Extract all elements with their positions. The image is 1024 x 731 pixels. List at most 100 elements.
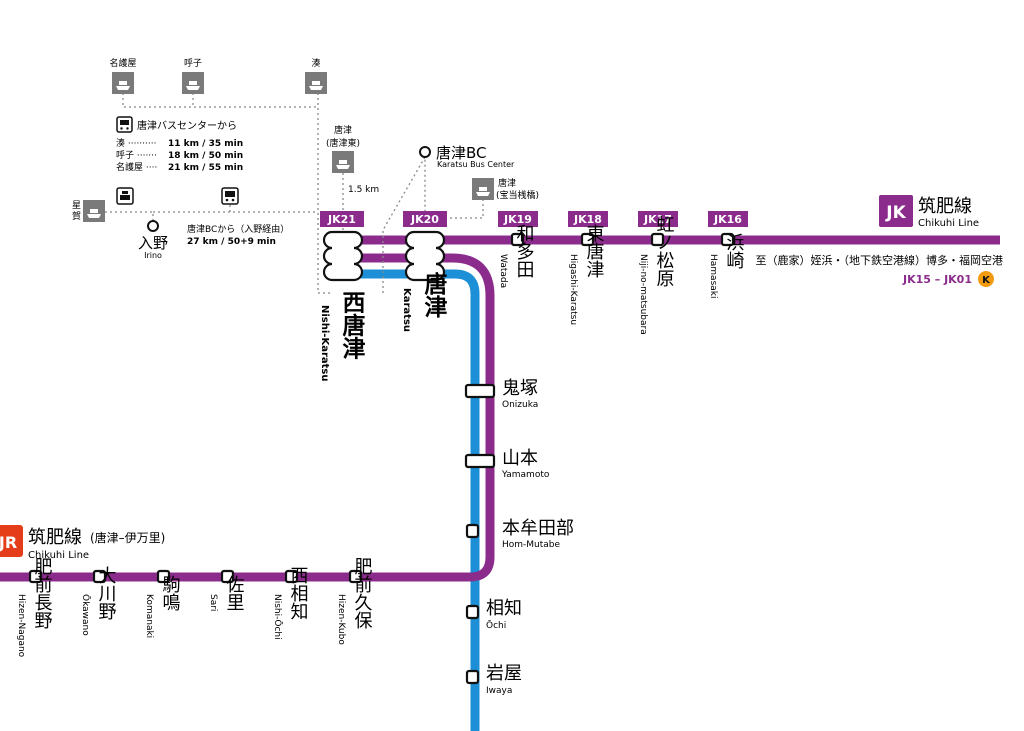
- line-name-ja: 筑肥線: [918, 196, 972, 217]
- ferry-label-karatsu-pier-note: (宝当桟橋): [496, 189, 539, 201]
- irino-name-en: Irino: [144, 251, 162, 260]
- station-marker-okawano: [92, 569, 107, 584]
- ferry-icon: [332, 151, 354, 173]
- station-name-en: Watada: [498, 254, 508, 288]
- station-name-en: Yamamoto: [501, 470, 550, 480]
- station-name-en: Higashi-Karatsu: [568, 254, 578, 325]
- station-name-en: Karatsu: [401, 288, 412, 332]
- east-station-labels: 西唐津 Nishi-Karatsu 唐津 Karatsu 和多田 Watada …: [319, 215, 745, 382]
- subway-k-icon: [978, 271, 994, 287]
- west-line-note: (唐津–伊万里): [90, 530, 165, 545]
- ferry-terminals: 名護屋 呼子 湊 唐津 (唐津東) 1.5 km 唐津 (宝当桟橋) 星 賀: [72, 57, 539, 222]
- station-marker-onizuka: [464, 383, 496, 399]
- bus-center-name-ja: 唐津BC: [436, 144, 487, 162]
- bus-dest: 名護屋 ····: [116, 161, 157, 173]
- code-jk18: JK18: [573, 213, 602, 226]
- station-name-ja: 岩屋: [486, 663, 522, 684]
- station-name-en: Komanaki: [144, 594, 154, 638]
- ferry-icon: [112, 72, 134, 94]
- station-name-ja: 唐津: [420, 271, 448, 318]
- line-name-en: Chikuhi Line: [918, 218, 979, 229]
- station-name-en: Hom-Mutabe: [502, 540, 561, 550]
- station-name-en: Nishi-Karatsu: [319, 305, 330, 381]
- subway-k-label: K: [982, 275, 991, 286]
- station-marker-iwaya: [465, 669, 480, 685]
- ferry-label-yobuko: 呼子: [184, 58, 202, 69]
- bus-value: 21 km / 55 min: [168, 163, 243, 173]
- station-name-en: Hizen-Nagano: [16, 594, 26, 658]
- station-name-en: Hizen-Kubo: [336, 594, 346, 645]
- station-marker-higashi-karatsu: [580, 232, 595, 247]
- west-station-labels: 肥前長野 Hizen-Nagano 大川野 Ōkawano 駒鳴 Komanak…: [16, 557, 373, 658]
- code-jk16: JK16: [713, 213, 742, 226]
- bus-info-title: 唐津バスセンターから: [137, 119, 237, 132]
- ferry-label-karatsu-east-note: (唐津東): [326, 137, 360, 149]
- direction-note: 至（鹿家）姪浜・（地下鉄空港線）博多・福岡空港: [756, 253, 1004, 267]
- ferry-label-madara-1: 星: [72, 200, 81, 211]
- station-marker-nishi-karatsu: [322, 230, 364, 282]
- ferry-icon: [472, 178, 494, 200]
- line-badge-jk: [879, 195, 913, 227]
- ferry-icon: [83, 200, 105, 222]
- station-name-en: Iwaya: [486, 686, 512, 696]
- code-jk20: JK20: [410, 213, 439, 226]
- station-name-ja: 和多田: [514, 224, 535, 278]
- code-jk19: JK19: [503, 213, 532, 226]
- station-name-en: Ōkawano: [80, 594, 91, 636]
- station-name-en: Niji-no-matsubara: [638, 254, 648, 335]
- jr-icon: [0, 525, 23, 557]
- taxi-icon: [116, 187, 134, 205]
- code-jk17: JK17: [643, 213, 672, 226]
- bus-value: 11 km / 35 min: [168, 139, 243, 149]
- ferry-label-madara-2: 賀: [72, 210, 81, 222]
- station-name-en: Nishi-Ōchi: [272, 594, 283, 640]
- bus-icon: [116, 116, 133, 133]
- station-marker-karatsu: [404, 230, 446, 282]
- station-name-ja: 西相知: [288, 566, 309, 620]
- west-header: JR 筑肥線 (唐津–伊万里) Chikuhi Line: [0, 525, 165, 561]
- station-range: JK15 – JK01: [902, 273, 972, 286]
- south-station-labels: 鬼塚 Onizuka 山本 Yamamoto 本牟田部 Hom-Mutabe 相…: [486, 378, 574, 696]
- line-badge-jk-text: JK: [885, 203, 906, 223]
- bus-info: 唐津バスセンターから 湊 ·········· 11 km / 35 min 呼…: [116, 116, 243, 173]
- station-marker-komanaki: [156, 569, 171, 584]
- station-marker-hizen-nagano: [28, 569, 43, 584]
- station-marker-ochi: [465, 604, 480, 620]
- station-name-ja: 鬼塚: [502, 378, 538, 399]
- karatsu-line: [360, 269, 480, 731]
- station-name-ja: 肥前長野: [32, 557, 53, 629]
- station-name-ja: 西唐津: [338, 291, 366, 360]
- jr-badge-text: JR: [0, 533, 17, 552]
- station-marker-yamamoto: [464, 453, 496, 469]
- station-name-ja: 肥前久保: [352, 557, 373, 629]
- ferry-distance: 1.5 km: [348, 185, 379, 195]
- station-name-ja: 駒鳴: [160, 575, 181, 612]
- station-name-ja: 相知: [486, 598, 522, 619]
- station-marker-sari: [220, 569, 235, 584]
- station-marker-watada: [510, 232, 525, 247]
- ferry-icon: [305, 72, 327, 94]
- ferry-label-karatsu-pier: 唐津: [498, 177, 516, 189]
- code-jk21: JK21: [327, 213, 356, 226]
- station-marker-hamasaki: [720, 232, 735, 247]
- ferry-label-minato: 湊: [311, 57, 320, 69]
- station-name-ja: 大川野: [96, 566, 117, 620]
- code-badges: JK21 JK20 JK19 JK18 JK17 JK16: [320, 211, 748, 227]
- irino-route-value: 27 km / 50+9 min: [187, 237, 276, 247]
- station-marker-hizen-kubo: [348, 569, 363, 584]
- station-name-ja: 虹ノ松原: [654, 215, 675, 287]
- station-name-ja: 佐里: [224, 575, 245, 611]
- chikuhi-header: JK 筑肥線 Chikuhi Line 至（鹿家）姪浜・（地下鉄空港線）博多・福…: [756, 195, 1004, 287]
- station-name-en: Onizuka: [502, 400, 538, 410]
- west-line-name-ja: 筑肥線: [28, 527, 82, 548]
- irino-route-title: 唐津BCから（入野経由）: [187, 223, 289, 235]
- station-name-ja: 本牟田部: [502, 518, 574, 539]
- bus-icon: [221, 187, 239, 205]
- irino-name-ja: 入野: [138, 234, 168, 252]
- station-name-en: Ōchi: [486, 620, 506, 631]
- station-name-en: Hamasaki: [708, 254, 718, 298]
- ferry-label-karatsu-east: 唐津: [334, 124, 352, 136]
- station-name-ja: 山本: [502, 448, 538, 469]
- west-line-name-en: Chikuhi Line: [28, 550, 89, 561]
